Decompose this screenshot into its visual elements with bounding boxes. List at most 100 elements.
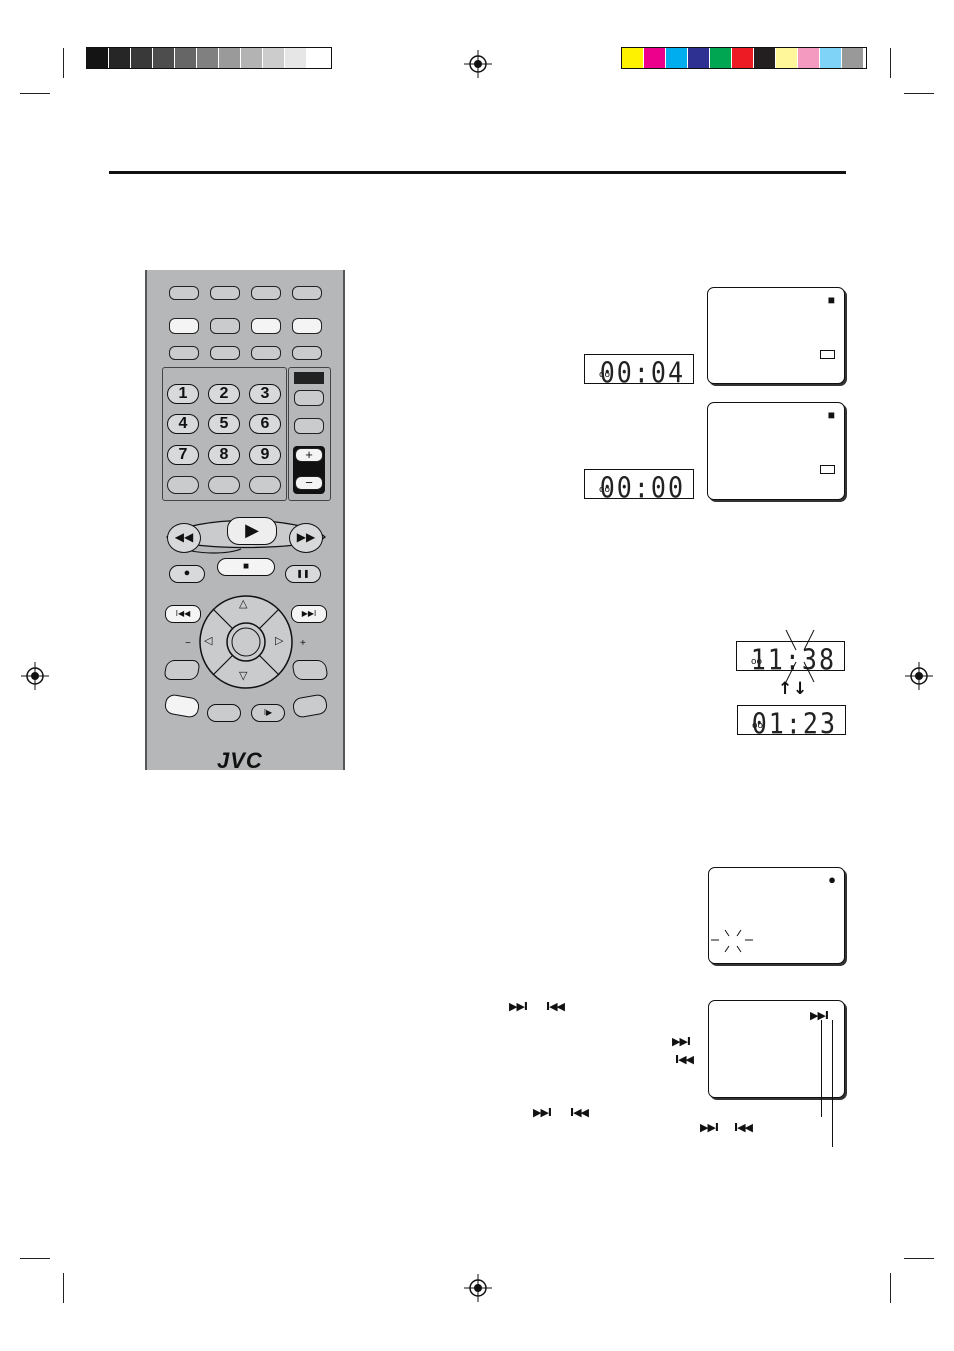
gray-swatch [153,48,175,68]
minus-label: − [185,638,191,649]
plus-label: + [300,638,306,649]
down-arrow-icon: ▽ [239,670,248,682]
stop-icon: ■ [827,408,835,422]
counter-display-3: oo 11:38 [736,641,845,676]
minus-button[interactable]: − [295,476,323,490]
remote-button[interactable] [292,286,322,300]
skip-back-icon: I◀◀ [675,1053,694,1066]
skip-forward-icon: ▶▶I [672,1035,691,1048]
remote-button[interactable] [169,318,199,334]
number-4-button[interactable]: 4 [167,414,199,434]
number-2-button[interactable]: 2 [208,384,240,404]
prev-button[interactable]: I◀◀ [165,605,201,623]
number-5-button[interactable]: 5 [208,414,240,434]
color-swatch [666,48,688,68]
bottom-button[interactable] [163,693,201,719]
remote-button[interactable] [169,346,199,360]
dark-key [294,372,324,384]
gray-swatch [263,48,285,68]
counter-display-2: oo 00:00 [584,469,694,504]
remote-button[interactable] [294,418,324,434]
remote-button[interactable] [210,318,240,334]
dpad[interactable] [197,593,295,691]
up-arrow-icon: △ [239,598,248,610]
number-8-button[interactable]: 8 [208,445,240,465]
stop-button[interactable]: ■ [217,558,275,576]
left-side-button[interactable] [163,660,201,680]
cassette-icon [820,465,835,474]
crop-mark [20,93,50,94]
remote-button[interactable] [210,286,240,300]
fast-forward-button[interactable]: ▶▶ [289,523,323,553]
rewind-button[interactable]: ◀◀ [167,523,201,553]
skip-back-icon: I◀◀ [570,1106,589,1119]
tape-icon: oo [599,485,611,495]
gray-swatch [219,48,241,68]
color-swatch [798,48,820,68]
remote-button[interactable] [167,476,199,494]
slow-button[interactable]: I▶ [251,704,285,722]
gray-swatch [131,48,153,68]
gray-swatch [87,48,109,68]
osd-screen-2: ■ [707,402,845,500]
remote-button[interactable] [294,390,324,406]
down-arrow-icon: ↓ [793,679,808,699]
counter-value: 00:00 [599,471,685,505]
color-calibration-strip [621,47,867,69]
osd-screen-4: ▶▶I [708,1000,845,1098]
record-button[interactable]: ● [169,565,205,583]
cassette-icon [820,350,835,359]
next-button[interactable]: ▶▶I [291,605,327,623]
osd-screen-1: ■ [707,287,845,384]
remote-button[interactable] [251,318,281,334]
remote-button[interactable] [251,346,281,360]
color-swatch [710,48,732,68]
callout-line [832,1020,833,1147]
number-6-button[interactable]: 6 [249,414,281,434]
bottom-button[interactable] [291,693,329,719]
counter-display-4: oo 01:23 [737,705,846,740]
left-arrow-icon: ◁ [204,635,213,647]
color-swatch [622,48,644,68]
crop-mark [20,1258,50,1259]
tape-icon: oo [751,657,763,667]
gray-swatch [285,48,307,68]
up-arrow-icon: ↑ [778,679,793,699]
remote-button[interactable] [169,286,199,300]
tape-icon: oo [752,721,764,731]
stop-icon: ■ [827,293,835,307]
gray-swatch [109,48,131,68]
color-swatch [688,48,710,68]
play-button[interactable]: ▶ [227,517,277,545]
crop-mark [63,48,64,78]
jvc-logo: JVC [217,748,263,773]
remote-button[interactable] [251,286,281,300]
counter-value: 11:38 [750,643,836,677]
registration-target-icon [21,662,49,690]
pause-button[interactable]: ❚❚ [285,565,321,583]
color-swatch [754,48,776,68]
skip-back-icon: I◀◀ [734,1121,753,1134]
gray-calibration-strip [86,47,332,69]
right-side-button[interactable] [291,660,329,680]
bottom-button[interactable] [207,704,241,722]
registration-target-icon [464,1274,492,1302]
header-rule [109,171,846,174]
plus-button[interactable]: + [295,448,323,462]
skip-forward-icon: ▶▶I [700,1121,719,1134]
crop-mark [904,1258,934,1259]
color-swatch [842,48,864,68]
remote-button[interactable] [249,476,281,494]
number-3-button[interactable]: 3 [249,384,281,404]
color-swatch [644,48,666,68]
remote-button[interactable] [292,346,322,360]
osd-screen-3: ● [708,867,845,964]
remote-button[interactable] [210,346,240,360]
registration-target-icon [905,662,933,690]
counter-value: 01:23 [751,707,837,741]
remote-button[interactable] [208,476,240,494]
number-7-button[interactable]: 7 [167,445,199,465]
remote-button[interactable] [292,318,322,334]
number-9-button[interactable]: 9 [249,445,281,465]
number-1-button[interactable]: 1 [167,384,199,404]
